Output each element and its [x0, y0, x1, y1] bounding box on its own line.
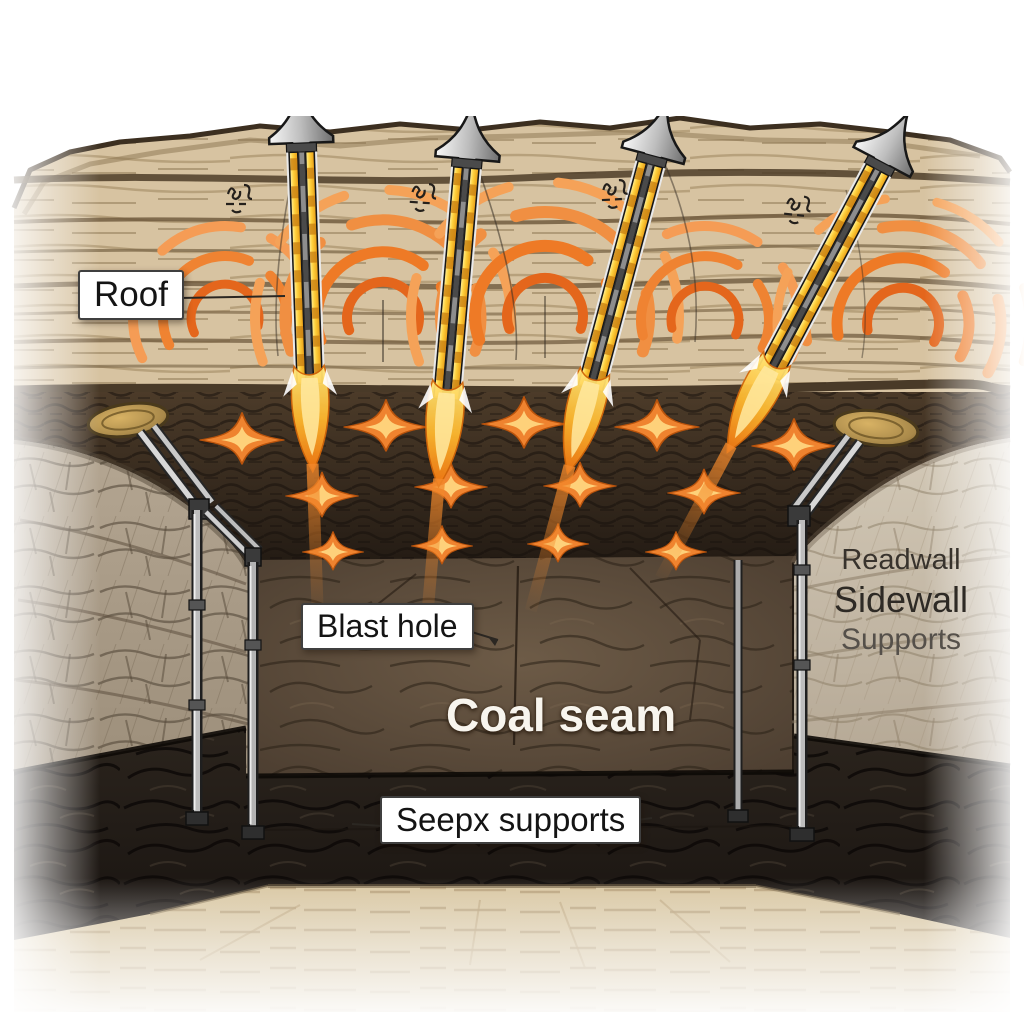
- coal-seam-label-text: Coal seam: [446, 689, 677, 741]
- back-wall-coal-seam: [246, 556, 796, 786]
- left-prop-2: [241, 562, 265, 840]
- sidewall-supports-label: Readwall Sidewall Supports: [816, 544, 986, 657]
- right-roof-plate: [832, 408, 920, 448]
- roof-leader-line: [178, 295, 286, 299]
- blast-hole-label: Blast hole: [301, 603, 474, 650]
- sidewall-label-line2: Sidewall: [833, 579, 969, 620]
- left-roof-support: [86, 401, 265, 840]
- roof-label-text: Roof: [94, 275, 168, 314]
- right-prop-main: [789, 520, 815, 842]
- coal-seam-label: Coal seam: [446, 688, 676, 742]
- blast-hole-label-text: Blast hole: [317, 608, 458, 644]
- right-roof-support: [727, 408, 920, 842]
- right-prop-corner: [727, 560, 749, 823]
- strata-cracks: [275, 161, 866, 362]
- sidewall-label-line1: Readwall: [841, 544, 961, 576]
- left-strut: [136, 423, 263, 567]
- seep-supports-label: Seepx supports: [380, 796, 642, 844]
- roof-label: Roof: [78, 270, 184, 321]
- seep-supports-label-text: Seepx supports: [396, 801, 626, 838]
- sidewall-label-line3: Supports: [840, 623, 962, 656]
- left-prop-1: [185, 510, 209, 826]
